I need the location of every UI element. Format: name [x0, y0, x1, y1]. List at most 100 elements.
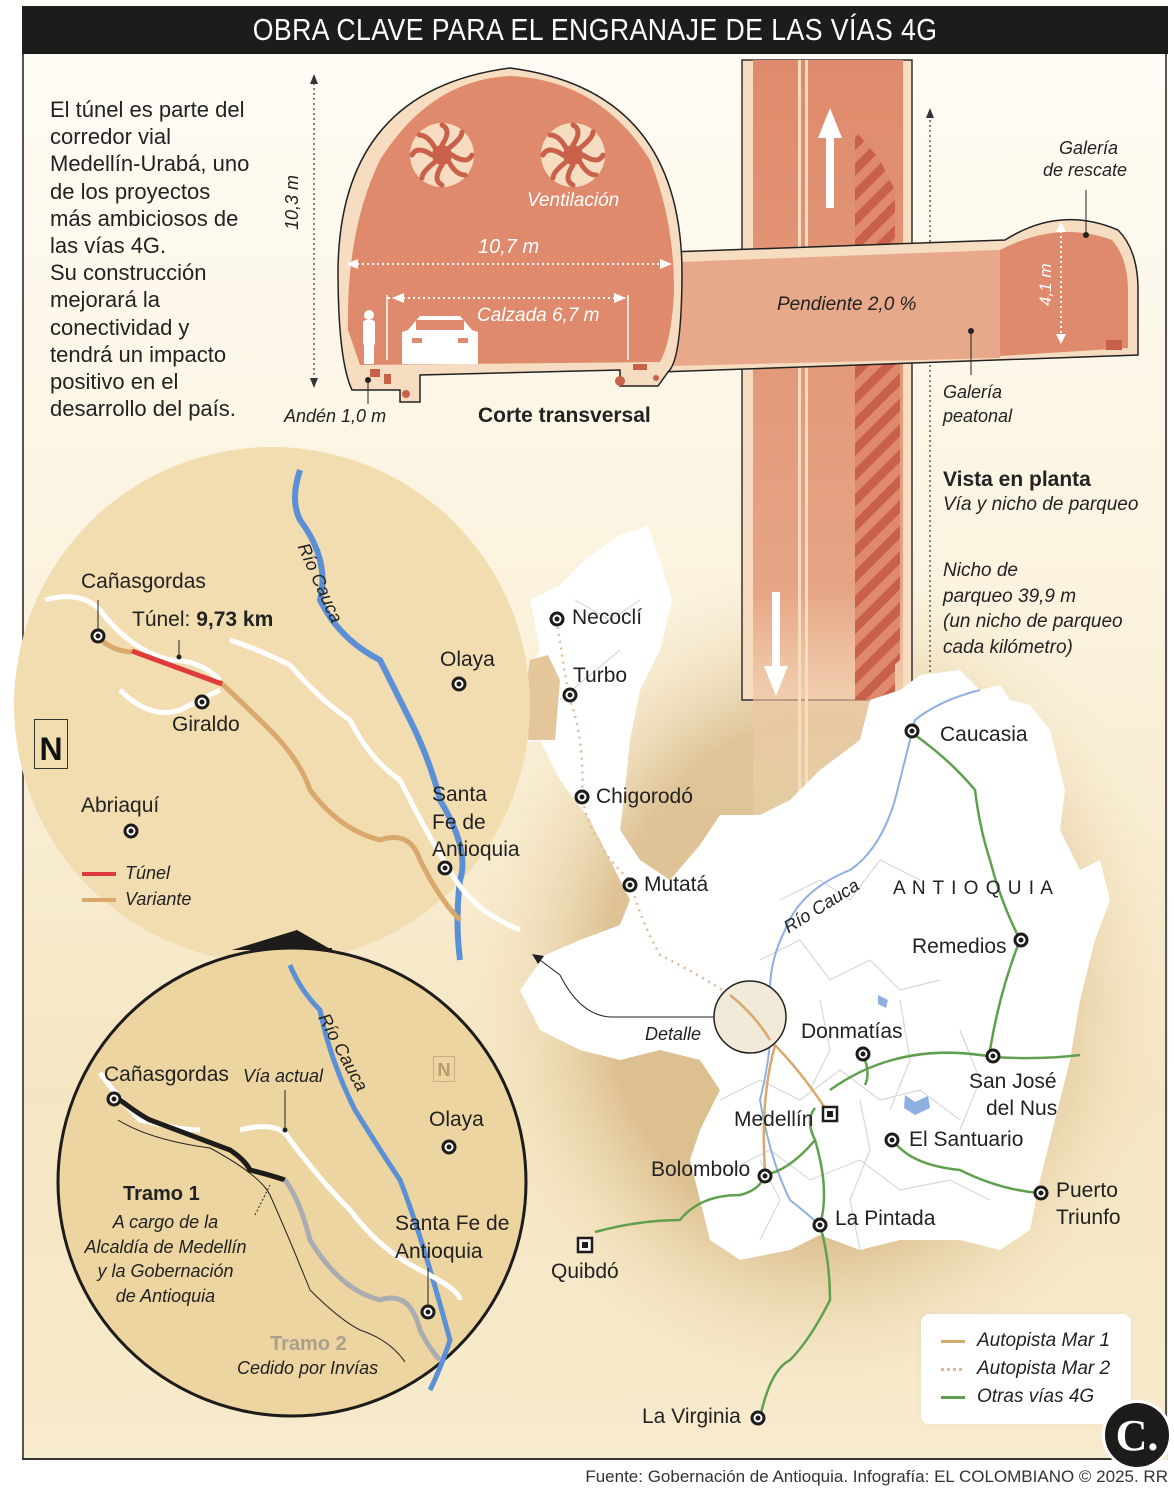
intro-text: El túnel es parte del corredor vial Mede… — [50, 96, 270, 422]
detail-circle[interactable] — [713, 980, 787, 1054]
tramo2-description: Cedido por Invías — [237, 1358, 379, 1378]
legend-tunnel: Túnel — [125, 863, 171, 883]
place-santa-fe-line: Antioquia — [395, 1240, 483, 1263]
frame-border-right — [1165, 52, 1167, 1452]
plan-view-title: Vista en planta — [943, 468, 1091, 491]
road-mar2 — [555, 619, 731, 997]
tramo1-line: A cargo de la — [112, 1212, 219, 1232]
north-arrow-small-icon: N — [433, 1056, 455, 1082]
slope-label: Pendiente 2,0 % — [777, 294, 917, 315]
title-bar: OBRA CLAVE PARA EL ENGRANAJE DE LAS VÍAS… — [22, 6, 1168, 54]
place-quibdo: Quibdó — [551, 1260, 619, 1283]
tramo1-line: de Antioquia — [115, 1285, 216, 1306]
detail-label: Detalle — [645, 1024, 702, 1044]
place-el-santuario: El Santuario — [909, 1128, 1024, 1151]
place-canasgordas: Cañasgordas — [81, 570, 206, 593]
river-cauca-detail — [292, 469, 466, 961]
place-triunfo: Triunfo — [1056, 1206, 1121, 1229]
place-santa-fe: Santa Fe de Antioquia — [432, 781, 520, 864]
frame-border-bottom — [22, 1458, 1122, 1460]
height-dimension-label: 10,3 m — [282, 174, 302, 230]
el-colombiano-logo: C. — [1102, 1400, 1172, 1470]
place-la-pintada: La Pintada — [835, 1207, 936, 1230]
niche-line: Nicho de — [943, 560, 1018, 581]
antioquia-map — [480, 526, 1110, 1419]
intro-line: desarrollo del país. — [50, 396, 236, 422]
place-chigorodo: Chigorodó — [596, 785, 693, 808]
rescue-gallery-label-2: de rescate — [1043, 160, 1128, 180]
intro-line: positivo en el — [50, 369, 179, 395]
detail-map-tramos — [56, 946, 528, 1418]
arrow-up-icon — [818, 108, 842, 208]
river-cauca — [758, 689, 981, 1231]
place-giraldo: Giraldo — [172, 713, 240, 736]
legend-variante: Variante — [125, 889, 192, 909]
place-mutata: Mutatá — [644, 873, 709, 896]
place-remedios: Remedios — [912, 935, 1007, 958]
place-medellin: Medellín — [734, 1108, 814, 1131]
rescue-gallery-label: Galería — [1059, 138, 1119, 158]
intro-line: de los proyectos — [50, 178, 211, 204]
place-canasgordas-tramo: Cañasgordas — [104, 1063, 229, 1086]
place-santa-fe-line: Antioquia — [432, 838, 520, 861]
place-donmatias: Donmatías — [801, 1020, 903, 1043]
intro-line: más ambiciosos de — [50, 205, 239, 231]
north-letter: N — [39, 731, 63, 767]
tramo1-description: A cargo de la Alcaldía de Medellín y la … — [78, 1210, 253, 1308]
tramo2-road — [282, 1178, 442, 1362]
detail-map-tunnel — [14, 447, 530, 963]
region-label: A N T I O Q U I A — [893, 878, 1054, 899]
width-dimension-label: 10,7 m — [478, 236, 540, 258]
cross-section-title: Corte transversal — [478, 404, 651, 427]
intro-line: Su construcción — [50, 260, 207, 286]
tramo1-line: y la Gobernación — [97, 1261, 234, 1281]
intro-line: conectividad y — [50, 314, 190, 340]
place-olaya: Olaya — [440, 648, 495, 671]
legend-swatch-dotted — [941, 1367, 965, 1371]
place-san-jose: San José — [969, 1070, 1057, 1093]
pedestrian-gallery-label-2: peatonal — [943, 406, 1013, 426]
legend-item-mar1: Autopista Mar 1 — [941, 1327, 1131, 1355]
cross-section-tunnel — [310, 67, 1139, 404]
roadway-label: Calzada 6,7 m — [477, 305, 600, 326]
tramo2-title: Tramo 2 — [270, 1333, 347, 1355]
map-legend: Autopista Mar 1 Autopista Mar 2 Otras ví… — [921, 1314, 1131, 1424]
place-turbo: Turbo — [573, 664, 628, 687]
current-road-label: Vía actual — [243, 1066, 324, 1086]
place-bolombolo: Bolombolo — [651, 1158, 751, 1181]
legend-label: Autopista Mar 2 — [977, 1358, 1111, 1379]
tunnel-label: Túnel: — [132, 608, 197, 631]
ventilation-label: Ventilación — [527, 190, 620, 211]
tunnel-route — [131, 648, 223, 687]
north-letter: N — [437, 1060, 451, 1080]
place-santa-fe-tramo: Santa Fe de Antioquia — [395, 1210, 509, 1266]
place-caucasia: Caucasia — [940, 723, 1028, 746]
pedestrian-icon — [363, 310, 375, 364]
place-abriaqui: Abriaquí — [81, 794, 160, 817]
intro-line: mejorará la — [50, 287, 161, 313]
detail-pointer — [535, 956, 714, 1018]
tunnel-length-label: Túnel: 9,73 km — [132, 608, 273, 632]
roads-4g — [594, 733, 1081, 1419]
niche-description: Nicho de parqueo 39,9 m (un nicho de par… — [943, 558, 1123, 660]
niche-line: cada kilómetro) — [943, 636, 1073, 658]
tramo1-title: Tramo 1 — [123, 1183, 200, 1205]
intro-line: tendrá un impacto — [50, 341, 227, 367]
page-title: OBRA CLAVE PARA EL ENGRANAJE DE LAS VÍAS… — [252, 12, 938, 47]
source-credit: Fuente: Gobernación de Antioquia. Infogr… — [585, 1467, 1168, 1486]
place-necocli: Necoclí — [572, 606, 643, 629]
place-la-virginia: La Virginia — [642, 1405, 741, 1428]
place-puerto: Puerto — [1056, 1179, 1118, 1202]
car-icon — [402, 316, 478, 364]
intro-line: corredor vial — [50, 124, 172, 150]
tunnel-length-value: 9,73 km — [196, 608, 274, 631]
niche-line: (un nicho de parqueo — [943, 611, 1123, 632]
place-olaya-tramo: Olaya — [429, 1108, 484, 1131]
pedestrian-gallery-label: Galería — [943, 382, 1003, 402]
legend-label: Autopista Mar 1 — [977, 1330, 1111, 1351]
intro-line: las vías 4G. — [50, 233, 167, 259]
sidewalk-label: Andén 1,0 m — [284, 406, 387, 426]
tramo1-road — [118, 1097, 286, 1183]
legend-swatch-solid — [941, 1395, 965, 1399]
